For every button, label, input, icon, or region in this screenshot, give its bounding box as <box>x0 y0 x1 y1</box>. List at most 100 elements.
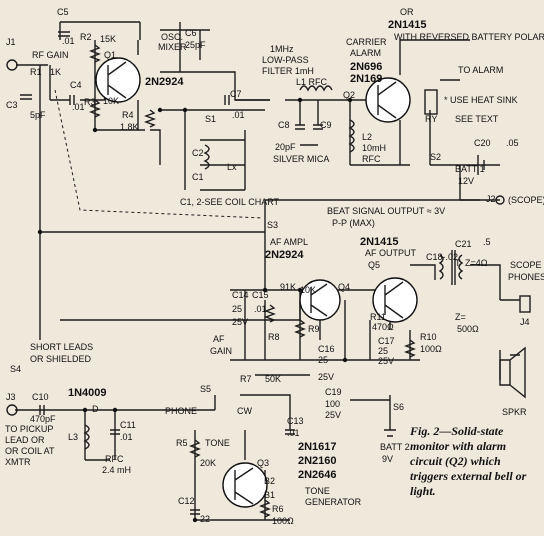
label-s6: S6 <box>393 402 404 412</box>
label-q3-type1: 2N1617 <box>298 441 337 453</box>
label-r-91k: 91K <box>280 282 296 292</box>
label-r7: R7 <box>240 374 252 384</box>
label-c21: C21 <box>455 239 472 249</box>
transistor-q4 <box>299 279 341 321</box>
gang-link-dashed <box>54 89 263 219</box>
resistor-r3 <box>89 99 101 118</box>
label-j4: J4 <box>520 317 530 327</box>
label-s4: S4 <box>10 364 21 374</box>
cap-c13-plates <box>285 429 295 435</box>
label-c19-v: 25V <box>325 410 341 420</box>
label-c11: C11 <box>120 420 136 430</box>
label-q3-type2: 2N2160 <box>298 455 337 467</box>
label-battery-polarity: WITH REVERSED BATTERY POLARITY <box>394 32 544 42</box>
resistor-r10 <box>404 339 416 358</box>
label-c17-val: 25 <box>378 346 388 356</box>
label-q1-type: 2N2924 <box>145 76 184 88</box>
label-q2-type1: 2N696 <box>350 61 382 73</box>
label-c13-val: .01 <box>287 428 300 438</box>
label-phone: PHONE <box>165 406 197 416</box>
resistor-r2 <box>89 44 101 63</box>
label-q2: Q2 <box>343 90 355 100</box>
resistor-r5 <box>189 439 201 458</box>
label-r3: R3 <box>84 97 96 107</box>
label-lx: Lx <box>227 162 237 172</box>
cap-c11-plates <box>110 429 120 435</box>
cap-c8-c9-plates <box>295 124 323 130</box>
label-r8: R8 <box>268 332 280 342</box>
label-c15-val: .01 <box>254 304 267 314</box>
label-c14-val: 25 <box>232 304 242 314</box>
label-tone-gen2: GENERATOR <box>305 497 362 507</box>
label-c16-val: 25 <box>318 355 328 365</box>
label-short-leads: SHORT LEADS <box>30 342 93 352</box>
label-q3: Q3 <box>257 458 269 468</box>
q2-leads <box>377 81 397 119</box>
label-lowpass: LOW-PASS <box>262 55 309 65</box>
label-diode-type: 1N4009 <box>68 387 107 399</box>
label-heat-sink: * USE HEAT SINK <box>444 95 518 105</box>
label-r6: R6 <box>272 504 284 514</box>
label-osc: OSC. <box>161 32 183 42</box>
label-t: T <box>455 258 461 268</box>
label-r10-val: 100Ω <box>420 344 442 354</box>
label-l2: L2 <box>362 132 372 142</box>
label-rf-gain: RF GAIN <box>32 50 69 60</box>
label-c7: C7 <box>230 89 242 99</box>
label-rfc-l2: RFC <box>362 154 381 164</box>
label-q1: Q1 <box>104 50 116 60</box>
output-transformer <box>438 250 464 285</box>
label-spkr: SPKR <box>502 407 527 417</box>
label-b2: B2 <box>264 476 275 486</box>
label-2n1415-alt: 2N1415 <box>388 19 427 31</box>
cap-c12-plates <box>190 509 200 515</box>
wire-af-bottom <box>230 359 420 376</box>
cap-c5-plates <box>58 31 70 37</box>
label-mixer: MIXER <box>158 42 187 52</box>
label-phones: PHONES <box>508 272 544 282</box>
label-s3: S3 <box>267 220 278 230</box>
label-alarm: ALARM <box>350 48 381 58</box>
label-c10: C10 <box>32 392 49 402</box>
label-scope-or: SCOPE OR <box>510 260 544 270</box>
resistor-r4 <box>144 109 156 128</box>
label-r1-val: 1K <box>50 67 61 77</box>
label-c13: C13 <box>287 416 304 426</box>
label-pp: P-P (MAX) <box>332 218 375 228</box>
label-j1: J1 <box>6 37 16 47</box>
resistor-r8 <box>264 304 276 323</box>
label-j2: J2 <box>486 194 496 204</box>
label-j3: J3 <box>6 392 16 402</box>
label-s5: S5 <box>200 384 211 394</box>
relay-ry <box>424 89 438 115</box>
label-c14: C14 <box>232 290 249 300</box>
label-tone-gen1: TONE <box>305 486 330 496</box>
label-r11-val: 470Ω <box>372 322 394 332</box>
label-r6-val: 100Ω <box>272 516 294 526</box>
label-z500-val: 500Ω <box>457 324 479 334</box>
label-r-10k: 10K <box>300 285 316 295</box>
label-batt1: BATT 1 <box>455 164 485 174</box>
speaker-symbol <box>499 346 526 399</box>
label-to-alarm: TO ALARM <box>458 65 503 75</box>
label-r10: R10 <box>420 332 437 342</box>
label-xmtr: XMTR <box>5 457 31 467</box>
label-c16-v: 25V <box>318 372 334 382</box>
label-batt2-val: 9V <box>382 454 393 464</box>
label-c15: C15 <box>252 290 269 300</box>
label-c9: C9 <box>320 120 332 130</box>
label-c6-val: 25pF <box>185 40 206 50</box>
inductor-l2 <box>348 119 355 153</box>
label-coil-at: OR COIL AT <box>5 446 55 456</box>
transistor-q1 <box>95 57 141 103</box>
label-c16: C16 <box>318 344 335 354</box>
label-c2: C2 <box>192 148 204 158</box>
label-q5-type: 2N1415 <box>360 236 399 248</box>
wire-input <box>16 64 265 233</box>
label-ry: RY <box>425 114 437 124</box>
label-c1: C1 <box>192 172 204 182</box>
label-b1: B1 <box>264 490 275 500</box>
label-beat-signal: BEAT SIGNAL OUTPUT ≈ 3V <box>327 206 445 216</box>
label-c5-val: .01 <box>62 36 75 46</box>
